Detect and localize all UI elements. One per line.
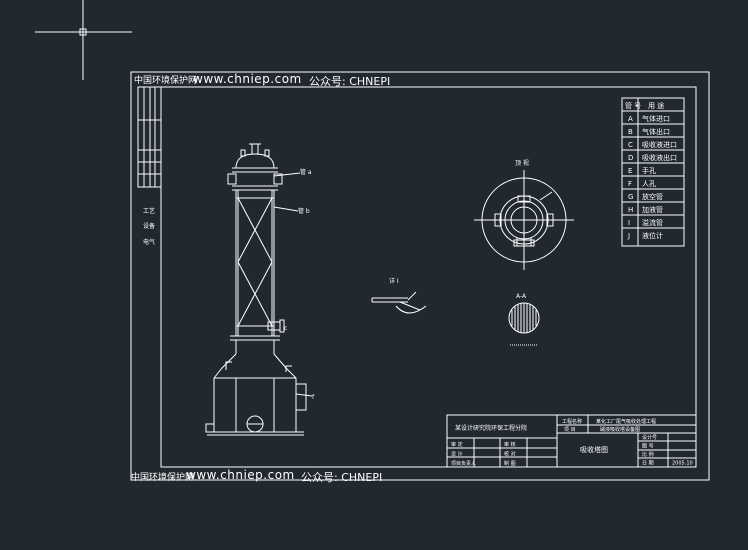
- nozzle-id: H: [628, 206, 633, 214]
- callout-c: c: [284, 325, 287, 332]
- nozzle-purpose: 溢流管: [642, 218, 663, 227]
- signature-label: 设 计: [451, 451, 463, 458]
- info-cell: 2005.10: [672, 461, 693, 467]
- nozzle-purpose: 手孔: [642, 166, 656, 175]
- watermark-url-top: www.chniep.com: [193, 72, 302, 86]
- design-unit: 某设计研究院环保工程分院: [455, 424, 527, 432]
- detail-label: 详 I: [389, 277, 399, 285]
- nozzle-purpose: 气体出口: [642, 127, 670, 136]
- nozzle-id: I: [628, 219, 630, 227]
- project-name: 某化工厂尾气吸收处理工程: [596, 418, 656, 425]
- nozzle-purpose: 放空管: [642, 192, 663, 201]
- watermark-name-bottom: 公众号: CHNEPI: [301, 471, 383, 484]
- nozzle-table-rows: A 气体进口 B 气体出口 C 吸收液进口 D 吸收液出口 E 手孔 F 人孔 G 放空管 H 加液管 I 溢流管…: [627, 114, 677, 240]
- signature-label: 审 定: [451, 441, 463, 448]
- nozzle-purpose: 吸收液进口: [642, 140, 677, 149]
- margin-label-equipment: 设备: [143, 222, 155, 230]
- margin-label-electrical: 电气: [143, 238, 155, 246]
- signature-label: 审 核: [504, 441, 516, 448]
- callout-f: f: [312, 394, 315, 401]
- callout-a: 管 a: [300, 168, 312, 176]
- nozzle-purpose: 人孔: [642, 180, 656, 188]
- nozzle-id: G: [628, 193, 633, 201]
- title-block-frame: [446, 414, 697, 468]
- nozzle-purpose: 加液管: [642, 205, 663, 214]
- top-view: [474, 170, 574, 270]
- nozzle-id: D: [628, 154, 633, 162]
- nozzle-id: F: [628, 180, 632, 188]
- nozzle-id: B: [628, 128, 633, 136]
- nozzle-purpose: 吸收液出口: [642, 153, 677, 162]
- item-label: 项 目: [564, 427, 576, 433]
- section-view: [508, 302, 540, 346]
- info-cell: 日 期: [642, 461, 654, 467]
- watermark-org-bottom: 中国环境保护网: [131, 473, 195, 483]
- nozzle-id: C: [628, 141, 633, 149]
- info-cell: 比 例: [642, 451, 654, 458]
- nozzle-purpose: 气体进口: [642, 114, 670, 123]
- watermark-name-top: 公众号: CHNEPI: [309, 75, 391, 88]
- info-cell: 图 号: [642, 444, 654, 450]
- detail-view: [371, 291, 427, 314]
- nozzle-table-header-no: 管 号: [625, 101, 641, 110]
- top-view-label: 顶 视: [515, 159, 529, 167]
- info-cell: 设计号: [642, 434, 657, 441]
- signature-label: 制 图: [504, 460, 516, 467]
- nozzle-purpose: 液位计: [642, 231, 663, 240]
- nozzle-id: E: [628, 167, 632, 175]
- revision-strip: [137, 86, 162, 188]
- callout-b: 管 b: [298, 207, 310, 215]
- margin-label-process: 工艺: [143, 207, 155, 215]
- signature-label: 校 对: [504, 451, 516, 458]
- inner-frame: [160, 86, 697, 468]
- nozzle-table-header-use: 用 途: [648, 101, 664, 110]
- watermark-url-bottom: www.chniep.com: [186, 468, 295, 482]
- signature-label: 项目负责人: [451, 460, 476, 467]
- drawing-title: 吸收塔图: [580, 445, 608, 454]
- nozzle-id: A: [628, 115, 633, 123]
- watermark-org-top: 中国环境保护网: [134, 76, 198, 86]
- crosshair-cursor-icon: [35, 0, 132, 80]
- outer-frame: [130, 71, 710, 481]
- nozzle-id: J: [627, 232, 630, 240]
- tower-elevation: [205, 143, 307, 436]
- nozzle-table-frame: [621, 97, 685, 247]
- item-name: 碱液吸收塔设备图: [600, 426, 640, 433]
- section-label: A-A: [516, 293, 527, 300]
- project-label: 工程名称: [562, 418, 582, 425]
